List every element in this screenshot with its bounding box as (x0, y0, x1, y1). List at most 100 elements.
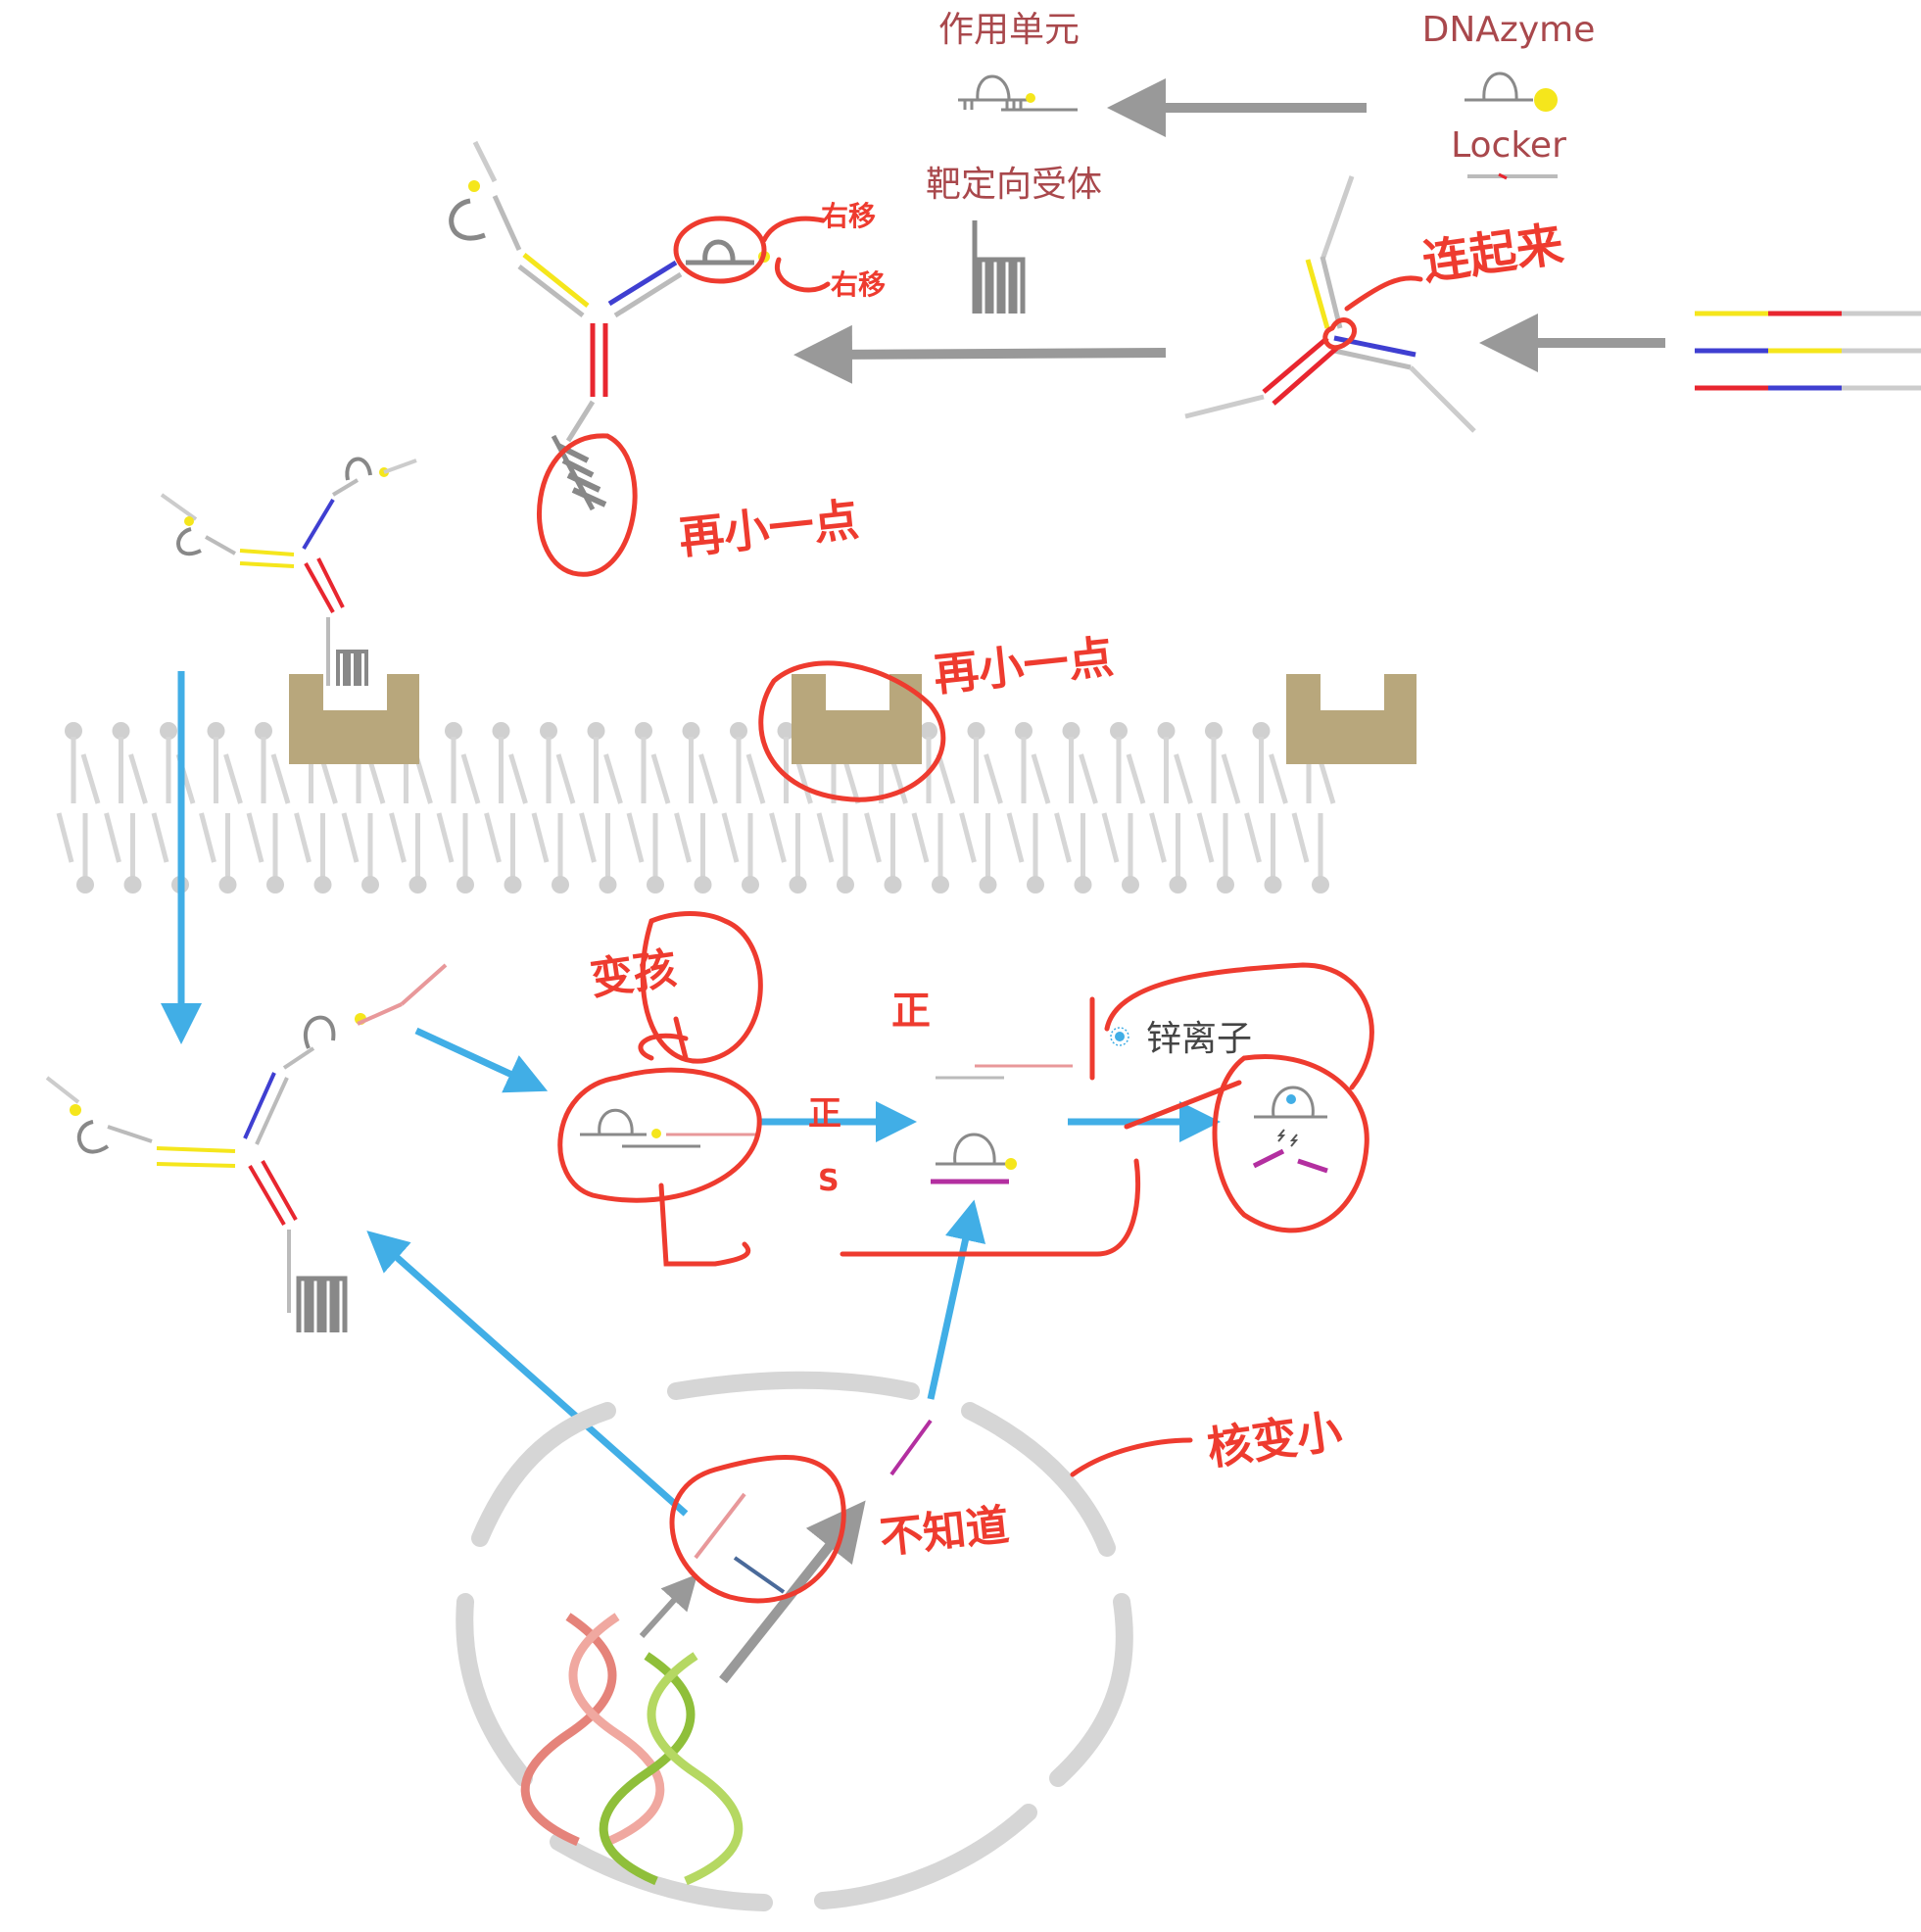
lipid-part (694, 876, 712, 894)
lipid-part (587, 722, 605, 740)
annotation-smaller-2: 再小一点 (932, 630, 1117, 701)
zinc-ion-label: 锌离子 (1146, 1019, 1252, 1059)
lipid-part (742, 876, 759, 894)
lipid-part (936, 753, 956, 804)
effect-unit-mid (580, 1108, 759, 1148)
lipid-part (1291, 812, 1310, 863)
nucleus-pink-strand (694, 1492, 746, 1560)
lipid-part (777, 722, 795, 740)
dnazyme-icon (1465, 72, 1558, 112)
lipid-part (1126, 753, 1146, 804)
lipid-part (313, 876, 332, 894)
lipid-part (650, 753, 671, 804)
lipid-part (294, 812, 312, 863)
lipid-part (160, 722, 177, 740)
legend-dnazyme-label: DNAzyme (1422, 10, 1596, 50)
lipid-part (1101, 812, 1120, 863)
arrow-blue-to-effect (414, 1027, 549, 1093)
lipid-part (445, 722, 462, 740)
lipid-part (151, 812, 169, 863)
three-way-junction (1184, 175, 1476, 433)
y-complex-top (449, 140, 770, 511)
annotation-label-a: 变孩 (587, 943, 679, 1005)
lipid-part (698, 753, 718, 804)
legend-locker-label: Locker (1451, 125, 1566, 166)
lipid-part (56, 812, 74, 863)
lipid-part (1015, 722, 1033, 740)
lipid-part (456, 876, 474, 894)
lipid-part (635, 722, 652, 740)
lipid-part (884, 876, 902, 894)
annotation-smaller-1: 再小一点 (677, 493, 862, 564)
lipid-part (1157, 722, 1176, 740)
membrane-proteins (289, 674, 1417, 764)
lipid-part (508, 753, 528, 804)
y-complex-membrane (160, 457, 417, 686)
lipid-part (626, 812, 645, 863)
lipid-part (531, 812, 550, 863)
target-receptor-icon (972, 220, 1026, 314)
lipid-part (1244, 812, 1262, 863)
lipid-part (647, 876, 664, 894)
dnazyme-substrate (931, 1133, 1017, 1184)
lipid-part (1269, 753, 1288, 804)
annotation-connect: 连起来 (1419, 217, 1566, 290)
three-strands (1695, 311, 1921, 391)
lipid-part (837, 876, 854, 894)
lipid-part (76, 876, 94, 894)
lipid-part (436, 812, 455, 863)
lipid-part (1196, 812, 1215, 863)
lipid-part (1221, 753, 1241, 804)
lipid-part (199, 812, 216, 863)
legend-effect-unit-label: 作用单元 (938, 10, 1080, 50)
lipid-part (730, 722, 747, 740)
lipid-part (911, 812, 930, 863)
lipid-part (979, 876, 997, 894)
lipid-part (223, 753, 243, 804)
lipid-part (552, 876, 569, 894)
lipid-part (967, 722, 985, 740)
arrow-blue-from-nucleus-up (927, 1199, 986, 1400)
lipid-part (123, 876, 142, 894)
lipid-part (1252, 722, 1271, 740)
lipid-part (246, 812, 264, 863)
lipid-part (932, 876, 949, 894)
lipid-part (540, 722, 557, 740)
lipid-part (603, 753, 623, 804)
annotation-label-e: 正 (808, 1094, 841, 1134)
lipid-part (959, 812, 977, 863)
lipid-part (207, 722, 225, 740)
lipid-part (484, 812, 502, 863)
lipid-part (1264, 876, 1282, 894)
lipid-part (1074, 876, 1092, 894)
lipid-part (682, 722, 700, 740)
arrow-junction-to-complex (793, 324, 1167, 384)
lipid-part (255, 722, 272, 740)
lipid-part (1169, 876, 1187, 894)
lipid-part (128, 753, 148, 804)
lipid-part (674, 812, 692, 863)
lipid-part (80, 753, 101, 804)
lipid-part (721, 812, 740, 863)
lipid-part (408, 876, 427, 894)
lipid-part (1205, 722, 1223, 740)
lipid-part (1122, 876, 1139, 894)
arrow-blue-from-nucleus-left (366, 1231, 689, 1517)
arrow-gene-large (719, 1500, 866, 1684)
cleavage-product (1252, 1086, 1328, 1174)
lipid-part (361, 876, 379, 894)
annotation-label-d: 正 (891, 989, 931, 1034)
lipid-part (1217, 876, 1234, 894)
lipid-part (555, 753, 576, 804)
lipid-part (492, 722, 510, 740)
lipid-part (1027, 876, 1044, 894)
lipid-part (599, 876, 617, 894)
lipid-part (579, 812, 597, 863)
nucleus-magenta-strand (889, 1419, 933, 1476)
locker-icon (1467, 172, 1558, 180)
lipid-part (1054, 812, 1072, 863)
released-locker (936, 1064, 1073, 1080)
lipid-part (341, 812, 360, 863)
annotation-strokes (536, 216, 1423, 1604)
